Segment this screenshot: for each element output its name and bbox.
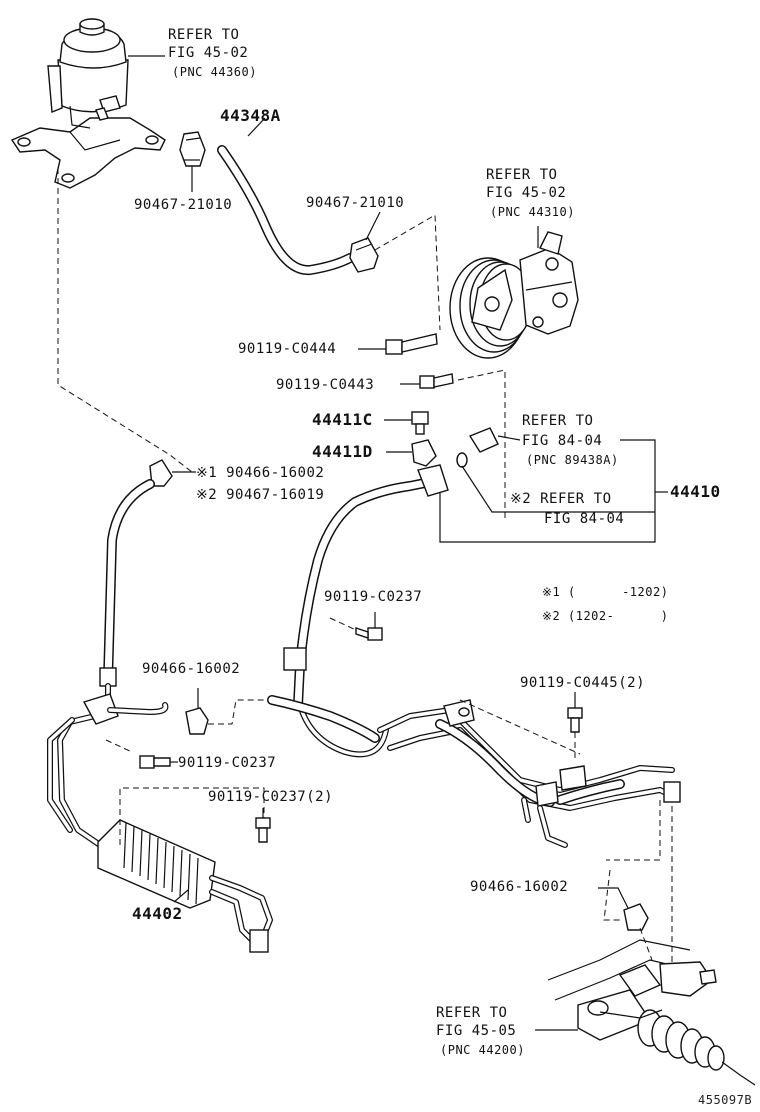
clamp-21010-right-label: 90467-21010 bbox=[306, 195, 405, 211]
bolt-c0237-2-label: 90119-C0237(2) bbox=[208, 789, 334, 805]
steering-gear bbox=[547, 939, 756, 1086]
refer-o-ring-line1: ※2 REFER TO bbox=[510, 491, 612, 507]
bolt-icon bbox=[419, 373, 454, 389]
refer-gear-line1: REFER TO bbox=[436, 1005, 508, 1021]
fitting-icon bbox=[411, 439, 437, 467]
clamp-16002-mid-label: 90466-16002 bbox=[142, 661, 241, 677]
refer-gear-line2: FIG 45-05 bbox=[436, 1023, 517, 1039]
refer-reservoir-line3: (PNC 44360) bbox=[172, 65, 257, 79]
bolt-c0445-label: 90119-C0445(2) bbox=[520, 675, 646, 691]
clamp-icon bbox=[349, 237, 379, 273]
bolt-c0444-label: 90119-C0444 bbox=[238, 341, 337, 357]
clamp-icon bbox=[179, 131, 206, 167]
bolt-icon bbox=[355, 627, 383, 641]
refer-reservoir-line1: REFER TO bbox=[168, 27, 240, 43]
gear-tubes bbox=[377, 699, 681, 848]
part-44348a-label: 44348A bbox=[220, 106, 281, 125]
union-bolt-icon bbox=[411, 411, 429, 435]
bolt-icon bbox=[385, 333, 438, 355]
footnote-2: ※2 (1202- ) bbox=[542, 609, 669, 623]
refer-sensor-line3: (PNC 89438A) bbox=[526, 453, 619, 467]
reservoir-assembly bbox=[10, 18, 166, 189]
clamp-note-2-label: ※2 90467-16019 bbox=[196, 487, 325, 503]
bolt-icon bbox=[255, 817, 271, 843]
clamp-16002-right-label: 90466-16002 bbox=[470, 879, 569, 895]
return-hose-mid bbox=[267, 695, 380, 743]
refer-sensor-line1: REFER TO bbox=[522, 413, 594, 429]
refer-pump-line1: REFER TO bbox=[486, 167, 558, 183]
refer-sensor-line2: FIG 84-04 bbox=[522, 433, 603, 449]
clamp-21010-left-label: 90467-21010 bbox=[134, 197, 233, 213]
bolt-icon bbox=[567, 707, 583, 733]
pump-assembly bbox=[449, 231, 579, 359]
bolt-c0237-lower-label: 90119-C0237 bbox=[178, 755, 277, 771]
part-44411d-label: 44411D bbox=[312, 442, 373, 461]
clamp-note-1-label: ※1 90466-16002 bbox=[196, 465, 325, 481]
figure-code: 455097B bbox=[698, 1093, 753, 1107]
sensor-icon bbox=[456, 427, 499, 468]
bolt-c0237-upper-label: 90119-C0237 bbox=[324, 589, 423, 605]
clamp-icon bbox=[185, 707, 209, 735]
bolt-c0443-label: 90119-C0443 bbox=[276, 377, 375, 393]
part-44402-label: 44402 bbox=[132, 904, 183, 923]
return-hose bbox=[47, 479, 169, 848]
part-44410-label: 44410 bbox=[670, 482, 721, 501]
refer-gear-line3: (PNC 44200) bbox=[440, 1043, 525, 1057]
footnote-1: ※1 ( -1202) bbox=[542, 585, 669, 599]
refer-o-ring-line2: FIG 84-04 bbox=[544, 511, 625, 527]
refer-pump-line3: (PNC 44310) bbox=[490, 205, 575, 219]
bolt-icon bbox=[139, 755, 171, 769]
clamp-icon bbox=[623, 903, 649, 931]
hose-44348a bbox=[217, 145, 355, 276]
refer-pump-line2: FIG 45-02 bbox=[486, 185, 567, 201]
refer-reservoir-line2: FIG 45-02 bbox=[168, 45, 249, 61]
oil-cooler bbox=[97, 819, 273, 953]
part-44411c-label: 44411C bbox=[312, 410, 373, 429]
pressure-hose bbox=[283, 464, 449, 758]
